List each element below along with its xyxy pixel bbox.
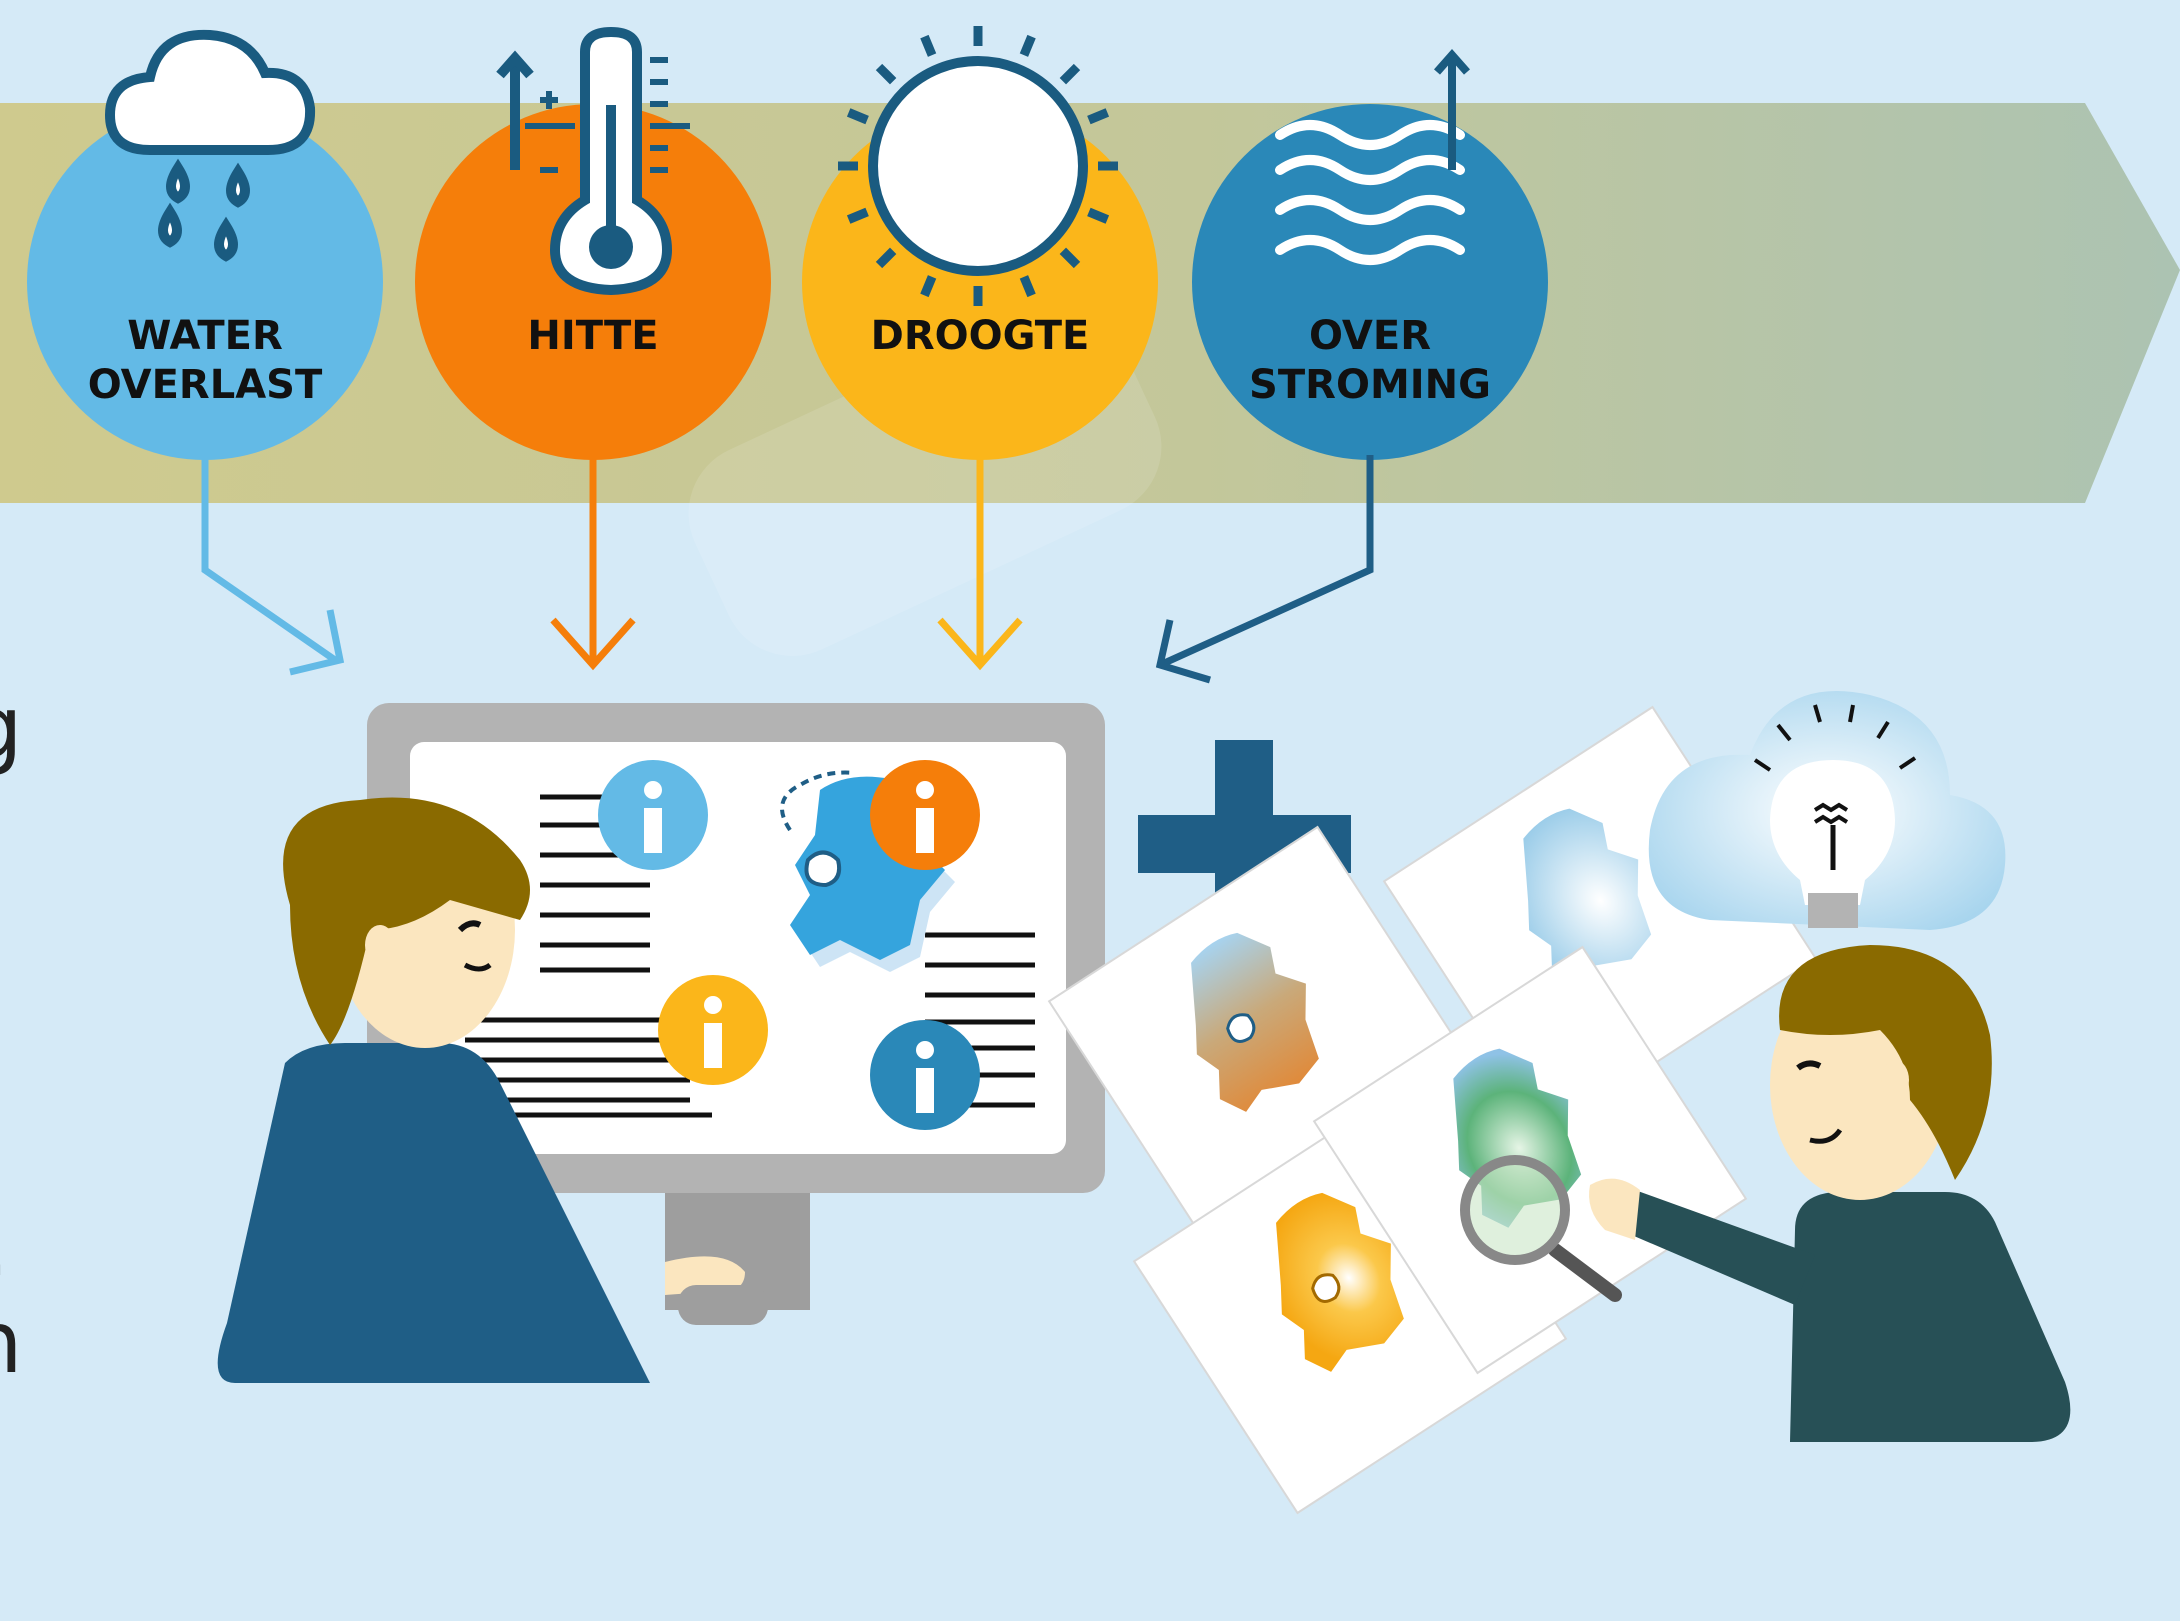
sun-ray — [1059, 247, 1081, 269]
sun-ray — [1087, 108, 1110, 125]
hair — [1779, 945, 1992, 1180]
eye — [457, 920, 482, 933]
sun-ray — [1019, 275, 1036, 298]
info-icon-blue — [598, 760, 708, 870]
sun-ray — [875, 63, 897, 85]
sun-ray — [1059, 63, 1081, 85]
person-right — [1589, 945, 2071, 1442]
magnifier-icon — [1460, 1155, 1622, 1302]
mouse — [678, 1285, 768, 1325]
idea-cloud — [1648, 691, 2006, 930]
thermometer-icon — [496, 26, 690, 296]
mouth — [1809, 1128, 1843, 1144]
edge-char-3: . — [0, 1196, 9, 1296]
hazard-circle — [1192, 104, 1548, 460]
sun-ray — [875, 247, 897, 269]
edge-char-2: t — [0, 793, 2, 893]
person-left — [217, 797, 768, 1383]
sun-ray — [1087, 207, 1110, 224]
sun-icon — [838, 26, 1118, 306]
hair — [283, 797, 530, 1045]
hazard-hitte: HITTE — [415, 26, 771, 460]
sun-ray — [1019, 34, 1036, 57]
hazard-label-line2: STROMING — [1249, 362, 1491, 408]
cropped-side-text: g t . n — [0, 678, 23, 1393]
arrow-water — [201, 455, 345, 676]
computer-monitor — [367, 703, 1105, 1310]
rain-cloud-icon — [104, 29, 316, 262]
sun-ray — [846, 207, 869, 224]
ear — [1881, 1060, 1909, 1100]
arrow-hitte — [550, 455, 636, 671]
sun-ray — [846, 108, 869, 125]
waves-icon — [1275, 120, 1465, 265]
eye — [1796, 1060, 1822, 1071]
hazard-droogte: DROOGTE — [802, 26, 1158, 460]
info-icon-orange — [870, 760, 980, 870]
info-icon-darkblue — [870, 1020, 980, 1130]
shirt — [217, 1043, 650, 1383]
arrow-droogte — [937, 455, 1023, 671]
hazard-label-line1: HITTE — [527, 313, 658, 359]
info-icon-yellow — [658, 975, 768, 1085]
arm — [1620, 1190, 1815, 1305]
hazard-water-overlast: WATER OVERLAST — [27, 29, 383, 460]
shirt — [1790, 1192, 2071, 1442]
arrow-overstroming — [1155, 455, 1374, 684]
hazard-label-line1: OVER — [1309, 313, 1431, 359]
hazard-overstroming: OVER STROMING — [1192, 48, 1548, 460]
lightbulb-icon — [1753, 704, 1917, 928]
sun-ray — [920, 34, 937, 57]
sun-ray — [920, 275, 937, 298]
mouth — [463, 962, 492, 972]
rising-arrow-icon — [1434, 48, 1470, 170]
hazard-circle — [27, 104, 383, 460]
connector-arrows — [201, 455, 1374, 684]
ear — [365, 925, 395, 965]
hazard-label-line1: WATER — [127, 313, 283, 359]
hazard-label-line2: OVERLAST — [88, 362, 323, 408]
hazard-label-line1: DROOGTE — [871, 313, 1090, 359]
edge-char-1: g — [0, 678, 23, 778]
hand — [1589, 1178, 1640, 1240]
edge-char-4: n — [0, 1293, 23, 1393]
